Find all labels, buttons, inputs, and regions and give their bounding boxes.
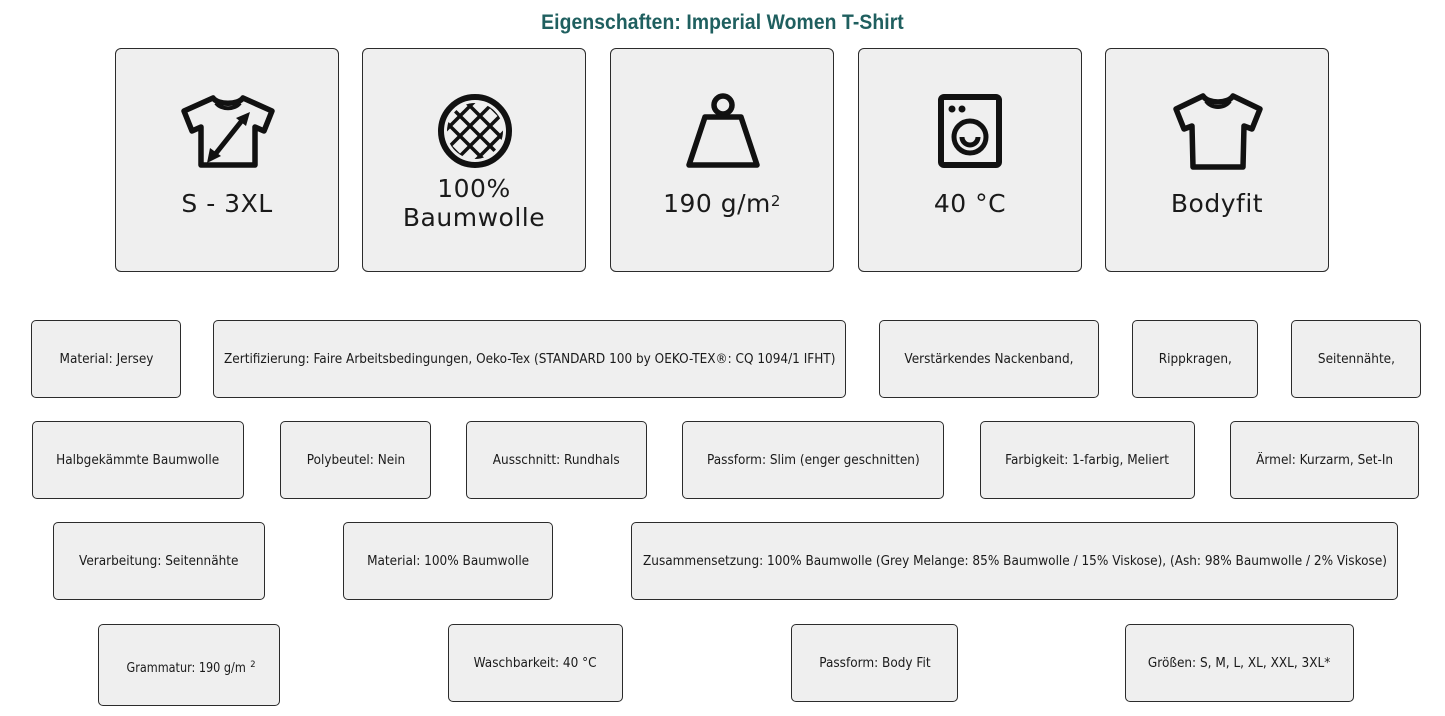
feature-card-weight: 190 g/m2 (610, 48, 834, 272)
weight-icon (673, 89, 773, 173)
tag-label: Größen: S, M, L, XL, XXL, 3XL* (1148, 655, 1331, 671)
fabric-weave-icon (425, 89, 525, 173)
feature-card-size: S - 3XL (115, 48, 339, 272)
tag-zertifizierung: Zertifizierung: Faire Arbeitsbedingungen… (213, 320, 846, 398)
feature-label-sup: 2 (770, 192, 781, 210)
tshirt-size-icon (178, 89, 278, 173)
tag-baumwolle: Halbgekämmte Baumwolle (32, 421, 244, 499)
tag-passform-slim: Passform: Slim (enger geschnitten) (682, 421, 944, 499)
tag-grammatur: Grammatur: 190 g/m 2 (98, 624, 280, 706)
tag-seitennaehte: Seitennähte, (1291, 320, 1421, 398)
tag-label: Polybeutel: Nein (306, 452, 405, 468)
page-title: Eigenschaften: Imperial Women T-Shirt (541, 11, 904, 34)
washing-machine-icon (921, 89, 1021, 173)
tag-material-jersey: Material: Jersey (31, 320, 181, 398)
tag-label: Passform: Slim (enger geschnitten) (706, 452, 920, 468)
tag-label: Ärmel: Kurzarm, Set-In (1256, 452, 1393, 468)
tag-aermel: Ärmel: Kurzarm, Set-In (1230, 421, 1419, 499)
tag-label: Zusammensetzung: 100% Baumwolle (Grey Me… (642, 553, 1387, 569)
tag-label: Material: 100% Baumwolle (366, 553, 530, 569)
tag-polybeutel: Polybeutel: Nein (280, 421, 431, 499)
tag-ausschnitt: Ausschnitt: Rundhals (466, 421, 647, 499)
tag-label: Grammatur: 190 g/m 2 (122, 660, 256, 676)
feature-label: 40 °C (933, 189, 1007, 218)
feature-label: 100% Baumwolle (363, 174, 585, 232)
tag-rippkragen: Rippkragen, (1132, 320, 1258, 398)
feature-label: S - 3XL (181, 189, 273, 218)
tag-farbigkeit: Farbigkeit: 1-farbig, Meliert (980, 421, 1195, 499)
tag-label: Verstärkendes Nackenband, (904, 351, 1074, 367)
tag-label: Material: Jersey (59, 351, 153, 367)
tag-label-sup: 2 (250, 659, 256, 670)
tag-label: Halbgekämmte Baumwolle (56, 452, 220, 468)
tag-nackenband: Verstärkendes Nackenband, (879, 320, 1099, 398)
tag-label: Zertifizierung: Faire Arbeitsbedingungen… (223, 351, 836, 367)
feature-label: 190 g/m2 (611, 189, 833, 218)
feature-card-material: 100% Baumwolle (362, 48, 586, 272)
tag-waschbarkeit: Waschbarkeit: 40 °C (448, 624, 623, 702)
tag-label: Farbigkeit: 1-farbig, Meliert (1005, 452, 1170, 468)
tag-label: Rippkragen, (1158, 351, 1232, 367)
tag-label: Ausschnitt: Rundhals (493, 452, 620, 468)
tag-label: Seitennähte, (1317, 351, 1395, 367)
feature-label-line: 100% (437, 174, 511, 203)
feature-label: Bodyfit (1170, 189, 1264, 218)
tag-label: Verarbeitung: Seitennähte (79, 553, 239, 569)
tag-label-main: Grammatur: 190 g/m (126, 661, 246, 677)
feature-card-wash: 40 °C (858, 48, 1082, 272)
tag-zusammensetzung: Zusammensetzung: 100% Baumwolle (Grey Me… (631, 522, 1398, 600)
feature-label-line: Baumwolle (402, 203, 546, 232)
feature-label-main: 190 g/m (663, 189, 771, 218)
tag-groessen: Größen: S, M, L, XL, XXL, 3XL* (1125, 624, 1354, 702)
tag-label: Passform: Body Fit (818, 655, 931, 671)
tshirt-fit-icon (1168, 89, 1268, 173)
tag-label: Waschbarkeit: 40 °C (474, 655, 597, 671)
tag-verarbeitung: Verarbeitung: Seitennähte (53, 522, 265, 600)
tag-passform-bodyfit: Passform: Body Fit (791, 624, 958, 702)
feature-card-fit: Bodyfit (1105, 48, 1329, 272)
tag-material-baumwolle: Material: 100% Baumwolle (343, 522, 553, 600)
